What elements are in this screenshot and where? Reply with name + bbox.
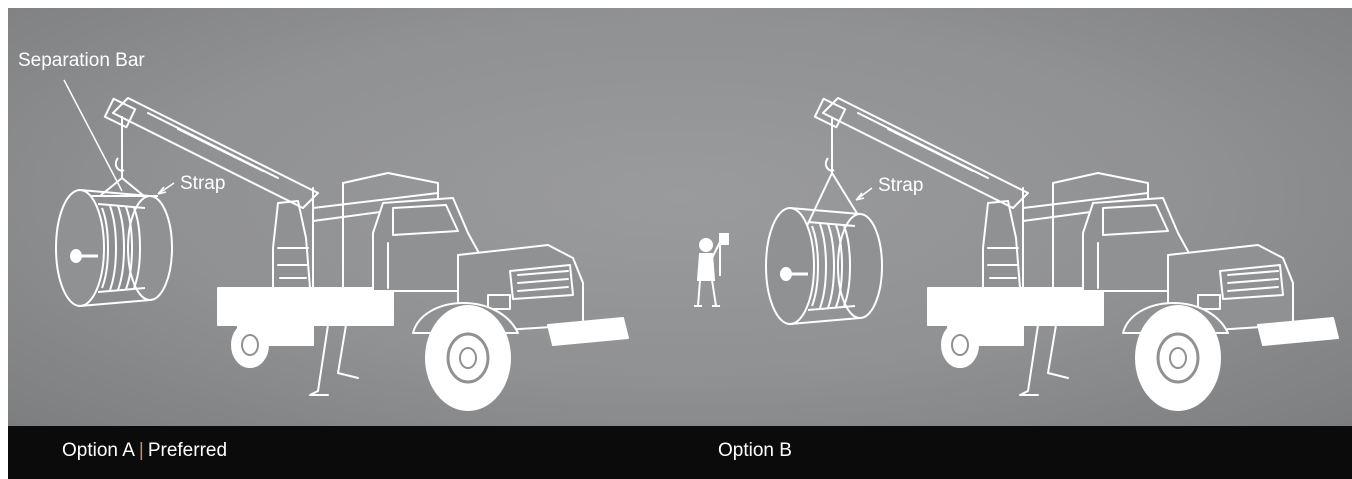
option-a-label: Option A [62, 440, 135, 461]
caption-bar: Option A|Preferred Option B [8, 426, 1352, 479]
strap-arrow-a [158, 183, 174, 194]
cable-reel-b [766, 208, 882, 324]
figure: Separation Bar Strap Strap Option A|Pref… [8, 8, 1352, 479]
caption-separator: | [139, 440, 144, 461]
separation-bar-label: Separation Bar [18, 51, 145, 70]
strap-label-a: Strap [180, 174, 225, 193]
strap-arrow-b [856, 188, 872, 200]
option-b-caption: Option B [718, 441, 792, 460]
option-a-scene [56, 80, 628, 410]
boom-truck-a [105, 98, 628, 410]
strap-label-b: Strap [878, 176, 923, 195]
flagger-figure [694, 234, 728, 306]
illustration [8, 8, 1352, 426]
option-a-caption: Option A|Preferred [62, 441, 227, 460]
illustration-panel: Separation Bar Strap Strap [8, 8, 1352, 426]
separation-bar-leader [64, 80, 122, 191]
boom-truck-b [815, 98, 1338, 410]
option-a-note: Preferred [148, 440, 227, 461]
cable-reel-a [56, 190, 172, 306]
option-b-scene [694, 98, 1338, 410]
